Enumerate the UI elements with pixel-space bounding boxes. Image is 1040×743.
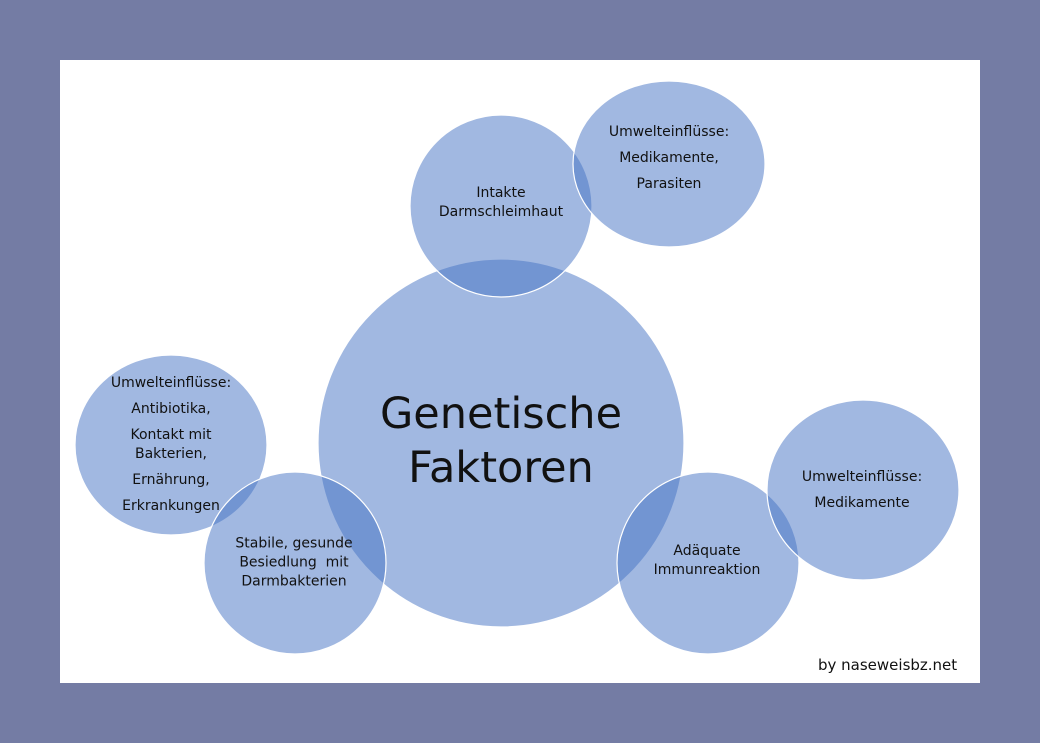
label-genetische-faktoren: Genetische Faktoren xyxy=(380,387,622,495)
center-line: Faktoren xyxy=(408,443,594,493)
node-line: Stabile, gesunde xyxy=(235,535,353,552)
node-line: Darmschleimhaut xyxy=(438,204,564,220)
node-line: Erkrankungen xyxy=(122,498,220,514)
node-line: Ernährung, xyxy=(132,472,210,488)
node-line: Bakterien, xyxy=(135,446,207,462)
circle-umwelt-top xyxy=(572,80,766,248)
node-line: Umwelteinflüsse: xyxy=(110,375,232,391)
node-line: Umwelteinflüsse: xyxy=(608,124,730,140)
label-umwelt-top: Umwelteinflüsse: Medikamente, Parasiten xyxy=(609,119,729,197)
circle-adaequate xyxy=(616,471,800,655)
label-umwelt-right: Umwelteinflüsse: Medikamente xyxy=(802,464,922,516)
node-line: Parasiten xyxy=(636,176,702,192)
circle-umwelt-left xyxy=(74,354,268,536)
label-adaequate: Adäquate Immunreaktion xyxy=(654,542,761,580)
node-line: Adäquate xyxy=(673,543,741,559)
node-line: Darmbakterien xyxy=(241,573,347,590)
label-stabile: Stabile, gesunde Besiedlung mit Darmbakt… xyxy=(235,535,352,592)
label-umwelt-left: Umwelteinflüsse: Antibiotika, Kontakt mi… xyxy=(111,374,231,516)
node-line: Umwelteinflüsse: xyxy=(801,469,923,485)
node-line: Medikamente, xyxy=(619,150,719,166)
node-line: Intakte xyxy=(476,185,526,201)
label-intakte: Intakte Darmschleimhaut xyxy=(439,184,563,222)
credit-text: by naseweisbz.net xyxy=(818,656,958,674)
circle-umwelt-right xyxy=(766,399,960,581)
node-line: Medikamente xyxy=(814,495,910,511)
center-line: Genetische xyxy=(379,389,623,439)
node-line: Kontakt mit xyxy=(130,427,212,443)
node-line: Besiedlung mit xyxy=(239,554,349,571)
node-line: Immunreaktion xyxy=(653,562,761,578)
node-line: Antibiotika, xyxy=(131,401,211,417)
circle-stabile xyxy=(203,471,387,655)
